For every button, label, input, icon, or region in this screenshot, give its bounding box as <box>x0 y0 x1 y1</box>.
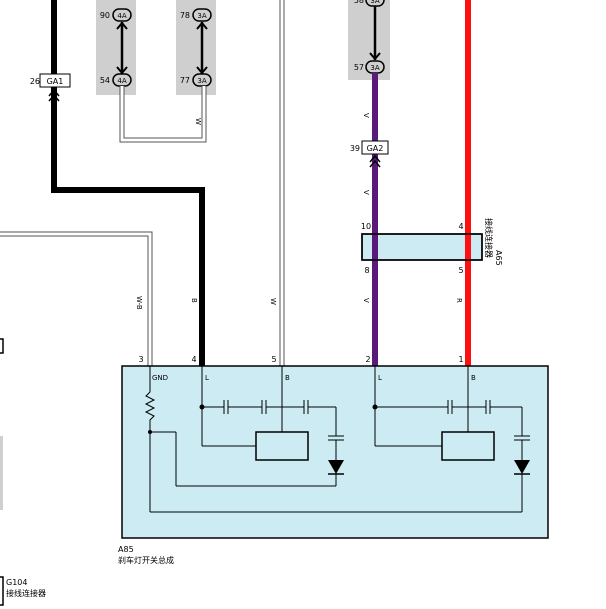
g104-name: 接线连接器 <box>6 588 46 598</box>
module-a85: 3 4 5 2 1 GND L B L B <box>118 355 549 565</box>
wire-label-b-main: B <box>190 298 198 303</box>
wire-label-w-mid: W <box>269 298 277 305</box>
conn1-bottom-code: 4A <box>117 77 126 85</box>
splice-ga2-label: GA2 <box>367 144 384 153</box>
left-edge-grey-block <box>0 436 3 510</box>
conn2-bottom-pin: 77 <box>180 76 190 85</box>
a85-pin-4: 4 <box>191 355 196 364</box>
a65-pin-5: 5 <box>458 266 463 275</box>
wire-label-v-lower: V <box>362 298 370 303</box>
a85-pin-3: 3 <box>138 355 143 364</box>
connector-58-57: 3A 3A 58 57 <box>354 0 385 74</box>
conn3-bottom-pin: 57 <box>354 63 364 72</box>
a65-name-vert: 接线连接器 <box>484 218 494 258</box>
wire-label-r: R <box>455 298 463 303</box>
a85-term-l1: L <box>205 374 209 382</box>
a85-pin-5: 5 <box>271 355 276 364</box>
left-edge-connector <box>0 338 4 354</box>
a85-term-gnd: GND <box>152 374 168 382</box>
splice-ga2-pin: 39 <box>350 144 360 153</box>
wire-w-b-left <box>0 231 153 366</box>
a85-term-b1: B <box>285 374 290 382</box>
conn1-top-pin: 90 <box>100 11 110 20</box>
conn1-bottom-pin: 54 <box>100 76 110 85</box>
a85-name: 刹车灯开关总成 <box>118 555 174 565</box>
a85-term-l2: L <box>378 374 382 382</box>
a65-code-vert: A65 <box>494 250 503 266</box>
a85-internal-circuit <box>144 366 530 513</box>
conn1-top-code: 4A <box>117 12 126 20</box>
a85-term-b2: B <box>471 374 476 382</box>
a65-pin-8: 8 <box>364 266 369 275</box>
conn3-top-code: 3A <box>370 0 379 5</box>
g104-bracket <box>0 576 4 606</box>
a85-pin-2: 2 <box>365 355 370 364</box>
splice-ga1-arrow <box>48 88 60 102</box>
diode-right-icon <box>514 460 530 474</box>
diode-left-icon <box>328 460 344 474</box>
splice-ga1-pin: 26 <box>30 77 40 86</box>
g104-code: G104 <box>6 578 27 587</box>
a85-pin-1: 1 <box>458 355 463 364</box>
conn2-top-pin: 78 <box>180 11 190 20</box>
conn3-top-pin: 58 <box>354 0 364 5</box>
wire-label-w-b-left: W-B <box>135 296 143 310</box>
a65-pin-4: 4 <box>458 222 463 231</box>
conn3-bottom-code: 3A <box>370 64 379 72</box>
splice-ga1-label: GA1 <box>47 77 64 86</box>
connector-90-54: 4A 4A 90 54 <box>100 8 132 87</box>
wire-label-v-mid: V <box>362 190 370 195</box>
wire-label-v-upper: V <box>362 113 370 118</box>
a85-code: A85 <box>118 545 134 554</box>
connector-a65: 10 4 8 5 A65 A65 接线连接器 <box>361 218 503 275</box>
a65-pin-10: 10 <box>361 222 371 231</box>
conn2-bottom-code: 3A <box>197 77 206 85</box>
connector-78-77: 3A 3A 78 77 <box>180 8 212 87</box>
wire-label-w-loop: W <box>194 118 202 125</box>
splice-ga2-arrow <box>369 154 381 168</box>
conn2-top-code: 3A <box>197 12 206 20</box>
